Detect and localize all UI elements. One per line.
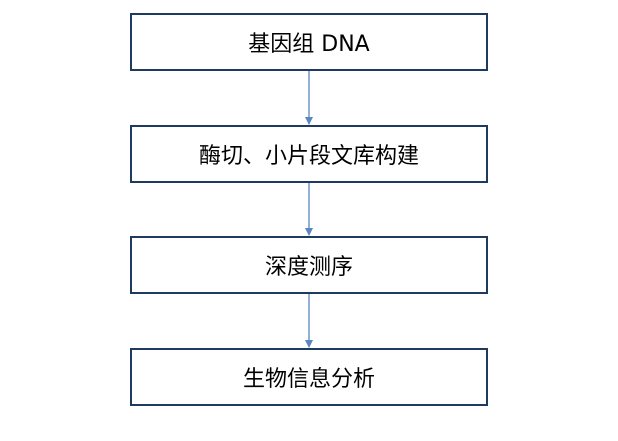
step-label: 生物信息分析: [242, 367, 375, 392]
step-label: 深度测序: [264, 255, 353, 280]
step-genomic-dna: 基因组 DNA: [130, 13, 488, 71]
step-bioinformatics: 生物信息分析: [130, 348, 488, 406]
step-deep-sequencing: 深度测序: [130, 236, 488, 294]
step-label: 酶切、小片段文库构建: [198, 144, 419, 169]
step-label: 基因组 DNA: [248, 32, 370, 57]
step-digestion-library: 酶切、小片段文库构建: [130, 125, 488, 183]
